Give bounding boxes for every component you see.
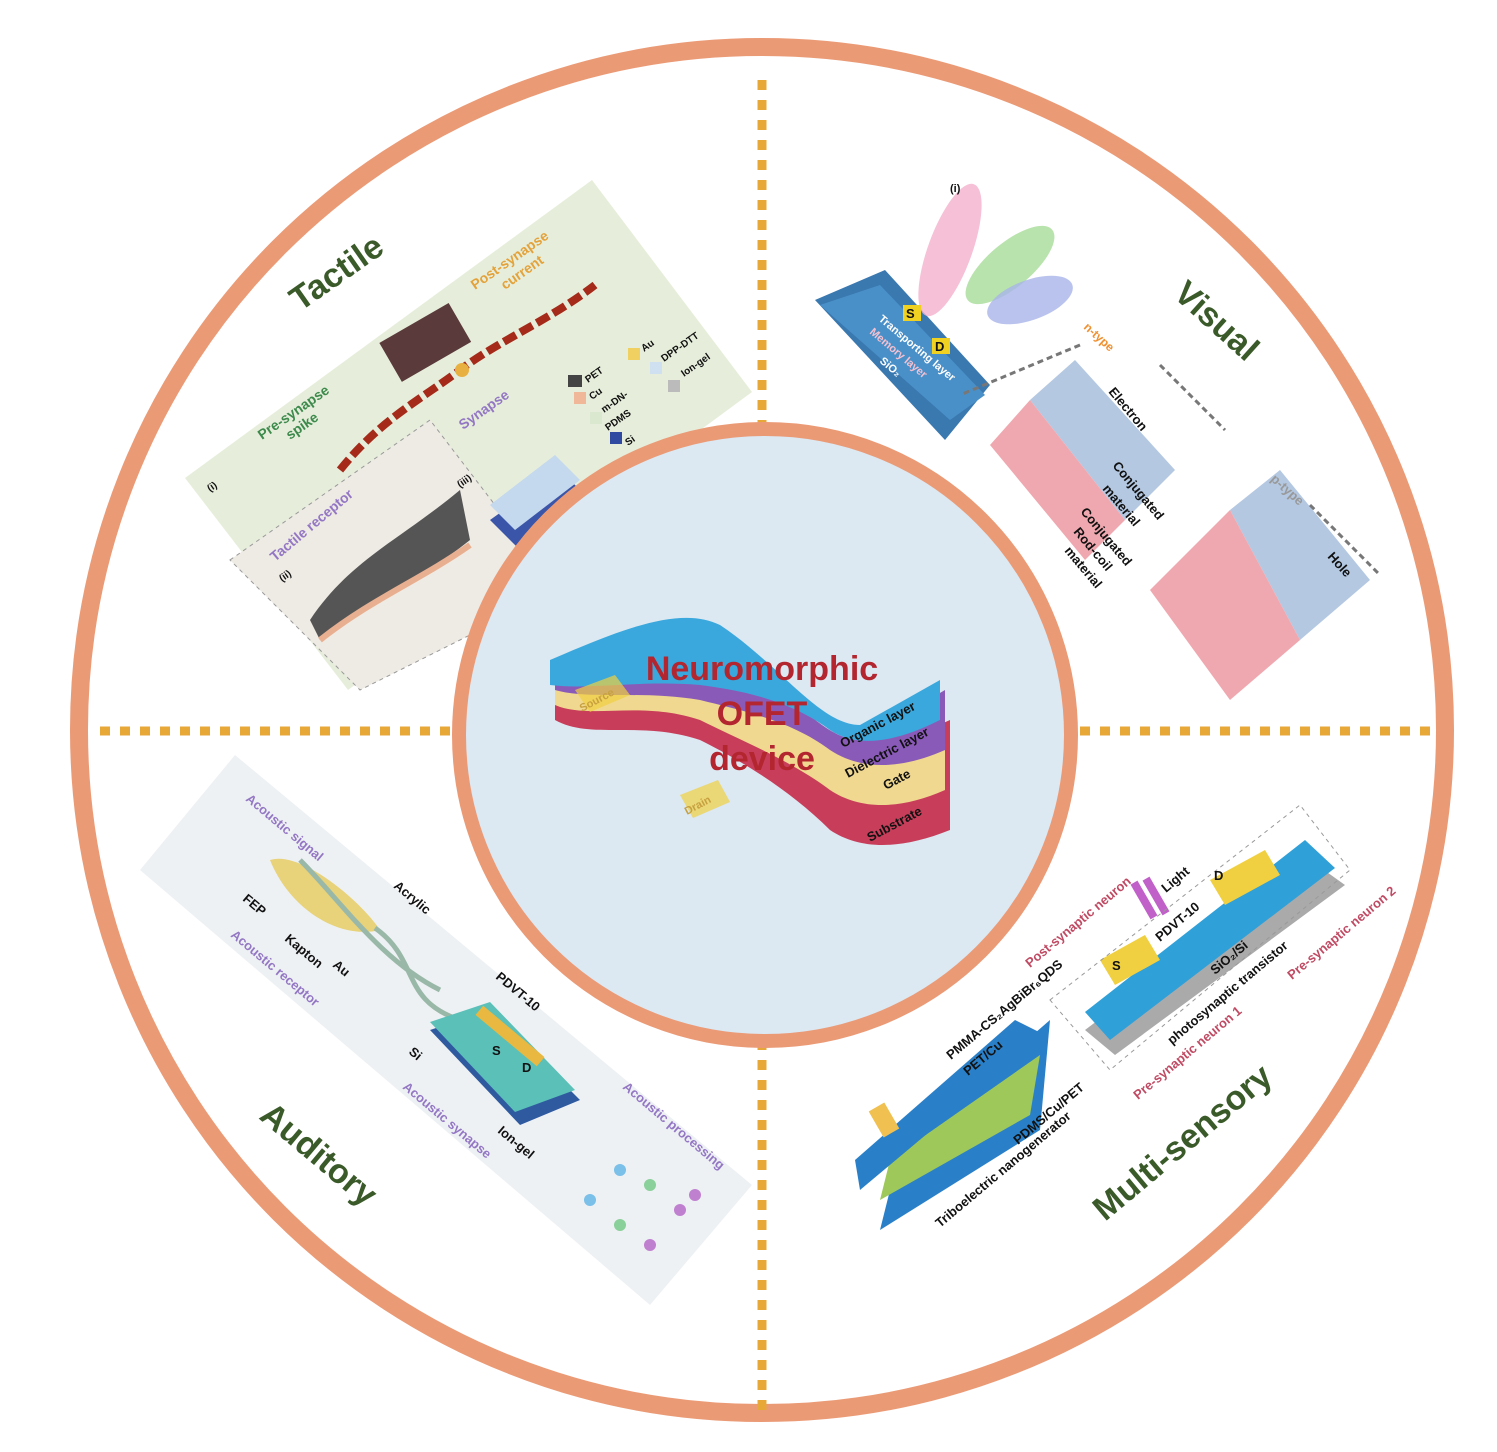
center-title-line1: Neuromorphic [646, 650, 878, 688]
visual-drain: D [935, 339, 944, 354]
tactile-title: Tactile [283, 227, 391, 318]
light-label: Light [1158, 863, 1192, 895]
multisensory-panel [855, 804, 1351, 1230]
neural-network-nodes [584, 1164, 701, 1251]
auditory-drain: D [522, 1060, 531, 1075]
auditory-panel [140, 755, 752, 1305]
n-type-label: n-type [1081, 320, 1117, 355]
multisensory-drain: D [1214, 868, 1223, 883]
visual-panel [815, 183, 1382, 700]
visual-panel-i: (i) [950, 183, 961, 195]
si-label: Si [856, 375, 872, 391]
legend-swatches [568, 348, 680, 444]
visual-source: S [906, 306, 915, 321]
center-title-line3: device [709, 740, 815, 778]
outer-ring [70, 38, 1454, 1422]
visual-title: Visual [1167, 274, 1266, 369]
multisensory-source: S [1112, 958, 1121, 973]
auditory-source: S [492, 1043, 501, 1058]
center-title-line2: OFET [717, 695, 808, 733]
ofet-device-illustration [550, 617, 950, 845]
